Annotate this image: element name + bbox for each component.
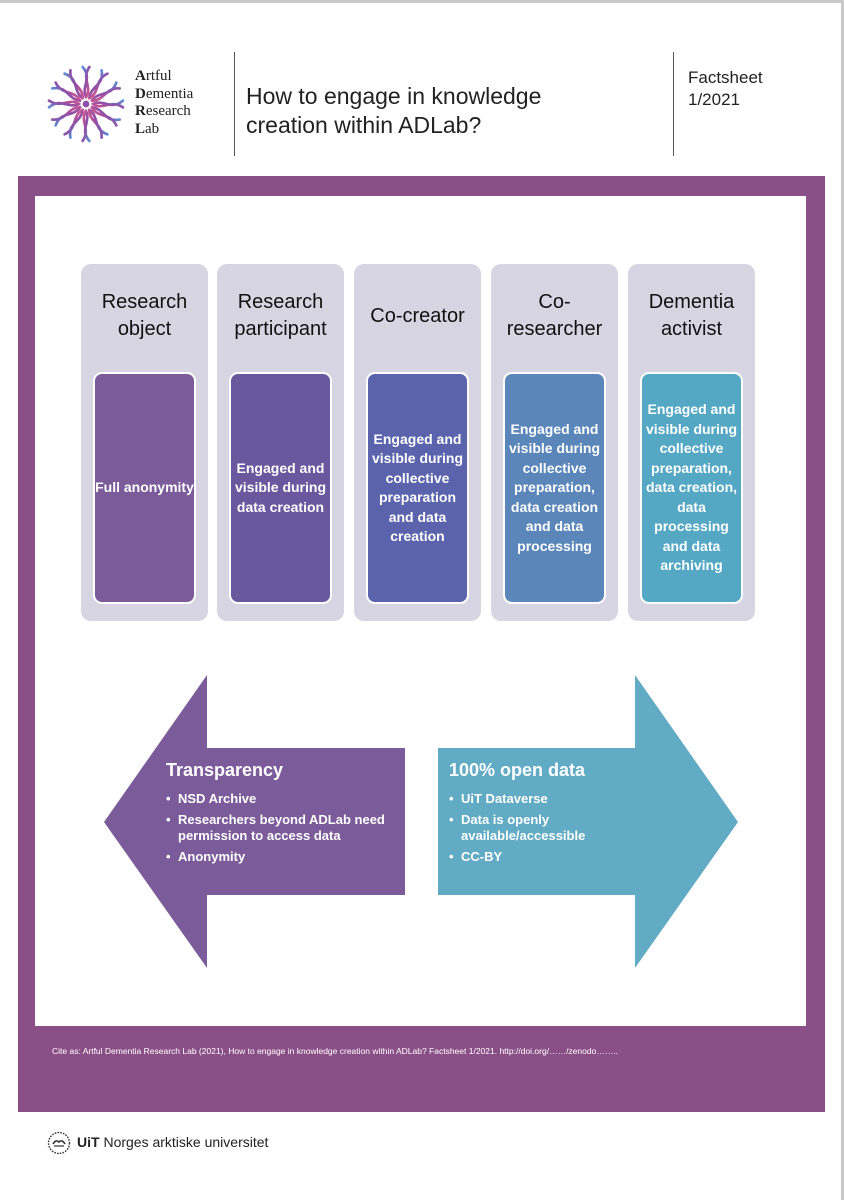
- list-item: UiT Dataverse: [449, 791, 629, 808]
- adlab-logo-text: Artful Dementia Research Lab: [135, 68, 193, 138]
- factsheet-line: 1/2021: [688, 90, 740, 109]
- header-divider: [234, 52, 235, 156]
- role-research-object: Research object Full anonymity: [81, 264, 208, 621]
- right-arrow-heading: 100% open data: [449, 760, 586, 780]
- logo-petal: [63, 108, 84, 140]
- role-description: Engaged and visible during data creation: [234, 459, 326, 515]
- role-description-box: Full anonymity: [93, 372, 196, 604]
- logo-petal: [88, 108, 109, 140]
- logo-initial: L: [135, 120, 146, 137]
- uit-wordmark: UiT Norges arktiske universitet: [77, 1134, 268, 1150]
- logo-rest: esearch: [145, 103, 191, 119]
- role-title: Co-creator: [370, 304, 465, 327]
- logo-petal: [47, 99, 81, 109]
- logo-petal: [88, 68, 109, 100]
- list-item: CC-BY: [449, 849, 629, 866]
- role-description: Engaged and visible during collective pr…: [508, 420, 600, 554]
- role-title: Co-researcher: [506, 291, 603, 340]
- logo-petal: [50, 106, 82, 127]
- page-title-line: How to engage in knowledge: [246, 83, 542, 109]
- page-title-line: creation within ADLab?: [246, 112, 482, 138]
- role-description: Engaged and visible during collective pr…: [371, 430, 463, 545]
- logo-petal: [81, 65, 91, 99]
- logo-initial: D: [135, 85, 146, 102]
- factsheet-label: Factsheet 1/2021: [688, 67, 808, 111]
- left-arrow-heading: Transparency: [166, 760, 284, 780]
- logo-rest: ab: [145, 120, 160, 137]
- logo-petal: [90, 81, 122, 102]
- role-description-box: Engaged and visible during collective pr…: [640, 372, 743, 604]
- right-arrow-content: 100% open data UiT Dataverse Data is ope…: [449, 760, 629, 869]
- role-description-box: Engaged and visible during data creation: [229, 372, 332, 604]
- left-arrow-content: Transparency NSD Archive Researchers bey…: [166, 760, 396, 869]
- role-description: Full anonymity: [95, 479, 194, 496]
- page-right-border: [841, 0, 844, 1200]
- logo-petal: [90, 106, 122, 127]
- role-co-creator: Co-creator Engaged and visible during co…: [354, 264, 481, 621]
- role-dementia-activist: Dementia activist Engaged and visible du…: [628, 264, 755, 621]
- factsheet-line: Factsheet: [688, 68, 763, 87]
- citation: Cite as: Artful Dementia Research Lab (2…: [52, 1046, 619, 1056]
- uit-seal-icon: [47, 1131, 71, 1155]
- logo-rest: ementia: [145, 85, 194, 102]
- logo-rest: rtful: [145, 68, 172, 84]
- role-description-box: Engaged and visible during collective pr…: [366, 372, 469, 604]
- page-title: How to engage in knowledge creation with…: [246, 82, 646, 140]
- logo-petal: [81, 109, 91, 143]
- list-item: NSD Archive: [166, 791, 396, 808]
- page-top-border: [0, 0, 844, 3]
- role-research-participant: Research participant Engaged and visible…: [217, 264, 344, 621]
- role-co-researcher: Co-researcher Engaged and visible during…: [491, 264, 618, 621]
- logo-petal: [50, 81, 82, 102]
- role-description-box: Engaged and visible during collective pr…: [503, 372, 606, 604]
- list-item: Researchers beyond ADLab need permission…: [166, 812, 396, 845]
- adlab-logo-icon: [47, 65, 125, 143]
- logo-petal: [63, 68, 84, 100]
- logo-initial: R: [135, 103, 146, 119]
- logo-petal: [91, 99, 125, 109]
- role-title: Dementia activist: [648, 291, 735, 340]
- list-item: Anonymity: [166, 849, 396, 866]
- list-item: Data is openly available/accessible: [449, 812, 629, 845]
- role-title: Research participant: [234, 291, 327, 340]
- header-divider: [673, 52, 674, 156]
- logo-initial: A: [135, 68, 146, 84]
- role-description: Engaged and visible during collective pr…: [645, 401, 738, 574]
- uit-bold: UiT: [77, 1134, 100, 1150]
- role-title: Research object: [101, 291, 188, 340]
- uit-rest: Norges arktiske universitet: [99, 1134, 269, 1150]
